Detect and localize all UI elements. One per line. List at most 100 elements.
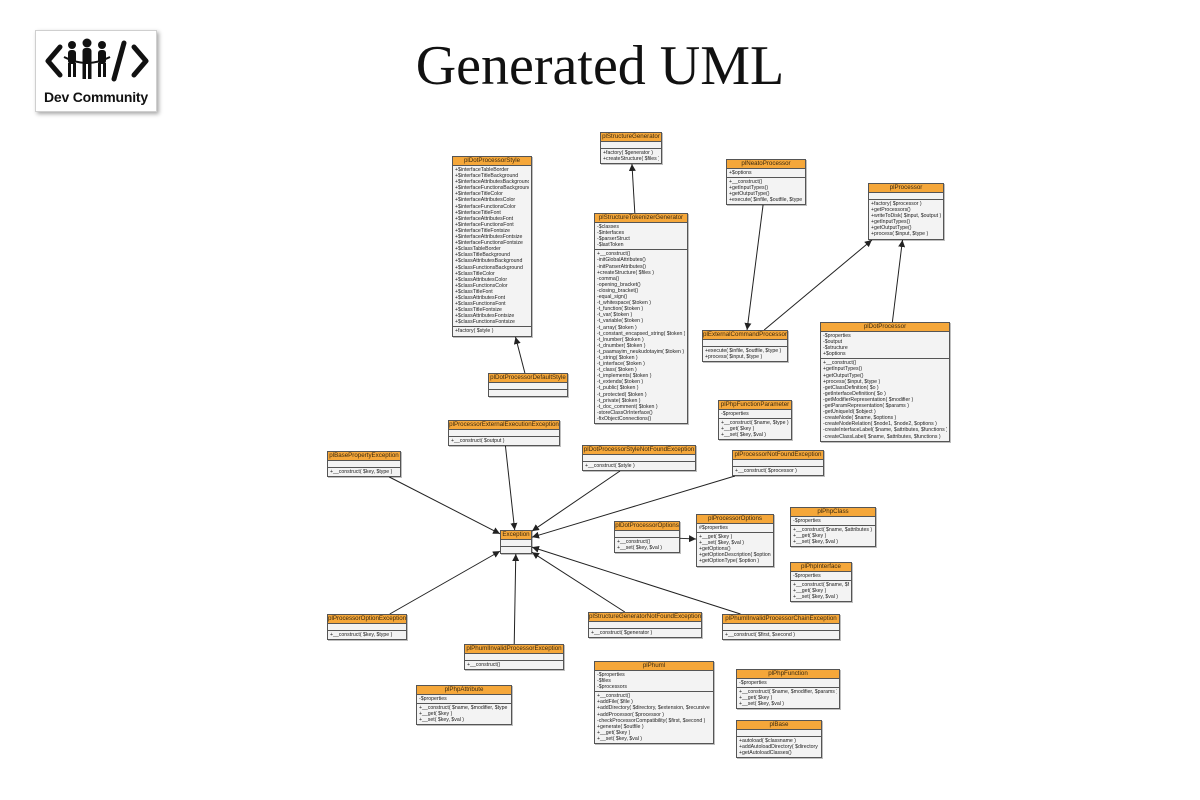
class-methods xyxy=(489,390,567,396)
class-attributes: -$classes-$interfaces-$parserStruct-$las… xyxy=(595,223,687,251)
class-method: +__get( $key ) xyxy=(419,711,453,718)
class-attributes xyxy=(601,142,661,149)
class-method: -fixObjectConnections() xyxy=(597,415,652,422)
class-box-plStructureGenerator: plStructureGenerator+factory( $generator… xyxy=(600,132,662,165)
class-method: -t_interface( $token ) xyxy=(597,361,645,368)
class-method: -getUniqueId( $object ) xyxy=(823,409,876,416)
class-method: +getOutputType() xyxy=(729,191,770,198)
class-method: +__get( $key ) xyxy=(721,426,755,433)
class-method: +__construct( $generator ) xyxy=(591,630,653,636)
class-attribute: +$classAttributesFontsize xyxy=(455,313,515,320)
class-method: +__get( $key ) xyxy=(699,534,733,541)
class-method: -t_private( $token ) xyxy=(597,397,641,404)
class-methods: +__construct()+getInputTypes()+getOutput… xyxy=(727,178,805,204)
class-name: plDotProcessorStyle xyxy=(453,157,531,166)
class-method: -t_implements( $token ) xyxy=(597,373,652,380)
class-attribute: +$classTableBorder xyxy=(455,246,501,253)
class-name: plProcessorOptionException xyxy=(328,615,406,624)
class-name: plExternalCommandProcessor xyxy=(703,331,787,340)
class-methods: +__construct( $output ) xyxy=(449,437,559,445)
class-method: +getOptionDescription( $option ) xyxy=(699,552,771,559)
class-method: +__construct( $key, $type ) xyxy=(330,632,393,638)
class-methods: +__construct( $name, $attributes )+__get… xyxy=(791,526,875,546)
class-method: -closing_bracket() xyxy=(597,287,639,294)
class-method: -createNodeRelation( $node1, $node2, $op… xyxy=(823,421,937,428)
class-method: -getParamRepresentation( $params ) xyxy=(823,403,909,410)
class-name: plDotProcessorDefaultStyle xyxy=(489,374,567,383)
class-method: +__construct( $key, $type ) xyxy=(330,469,393,475)
class-method: +process( $input, $type ) xyxy=(705,354,763,361)
class-method: -createClassLabel( $name, $attributes, $… xyxy=(823,433,941,440)
class-methods: +__construct( $key, $type ) xyxy=(328,468,400,476)
class-method: +getInputTypes() xyxy=(729,185,769,192)
class-attribute: +$classFunctionsColor xyxy=(455,282,508,289)
class-box-plPhpFunctionParameter: plPhpFunctionParameter-$properties+__con… xyxy=(718,400,792,441)
class-method: -equal_sign() xyxy=(597,294,628,301)
class-attribute: +$classAttributesBackground xyxy=(455,258,523,265)
class-method: -getClassDefinition( $o ) xyxy=(823,384,879,391)
class-attribute: -$structure xyxy=(823,345,848,352)
people-code-icon xyxy=(45,38,149,82)
class-attribute: +$classAttributesFont xyxy=(455,294,506,301)
class-method: +__construct( $name, $attributes ) xyxy=(793,527,873,534)
class-box-plStructureGeneratorNotFoundException: plStructureGeneratorNotFoundException+__… xyxy=(588,612,702,639)
class-method: +execute( $infile, $outfile, $type ) xyxy=(729,197,803,204)
class-methods xyxy=(501,547,531,553)
class-attribute: +$interfaceTableBorder xyxy=(455,167,509,173)
class-box-plPhuml: plPhuml-$properties-$files-$processors+_… xyxy=(594,661,714,745)
class-box-plProcessorNotFoundException: plProcessorNotFoundException +__construct… xyxy=(732,450,824,477)
class-method: -t_dnumber( $token ) xyxy=(597,342,646,349)
class-attributes xyxy=(465,654,563,661)
class-attribute: +$classFunctionsBackground xyxy=(455,264,523,271)
class-method: +__set( $key, $val ) xyxy=(793,594,839,601)
class-methods: +factory( $generator )+createStructure( … xyxy=(601,149,661,163)
class-methods: +factory( $style ) xyxy=(453,327,531,335)
class-attribute: -$processors xyxy=(597,684,627,691)
class-method: +__set( $key, $val ) xyxy=(739,701,785,708)
class-name: Exception xyxy=(501,531,531,540)
class-name: plNeatoProcessor xyxy=(727,160,805,169)
class-name: plPhumlInvalidProcessorChainException xyxy=(723,615,839,624)
class-method: +getOutputType() xyxy=(823,372,864,379)
class-box-plExternalCommandProcessor: plExternalCommandProcessor+execute( $inf… xyxy=(702,330,788,363)
class-methods: +__construct( $first, $second ) xyxy=(723,631,839,639)
class-method: -t_paamayim_neukudotayim( $token ) xyxy=(597,348,685,355)
class-method: +__construct( $processor ) xyxy=(735,468,797,474)
class-methods: +factory( $processor )+getProcessors()+w… xyxy=(869,200,943,239)
class-box-plBase: plBase+autoload( $classname )+addAutoloa… xyxy=(736,720,822,759)
class-attribute: +$classTitleFontsize xyxy=(455,307,502,314)
class-name: plProcessorNotFoundException xyxy=(733,451,823,460)
inheritance-arrow-plDotProcessorDefaultStyle-to-plDotProcessorStyle xyxy=(513,336,526,374)
class-method: -getModifierRepresentation( $modifier ) xyxy=(823,396,914,403)
class-method: +addDirectory( $directory, $extension, $… xyxy=(597,705,711,712)
class-attribute: +$classAttributesColor xyxy=(455,276,508,283)
class-method: -t_class( $token ) xyxy=(597,367,637,374)
class-attribute: +$interfaceFunctionsFontsize xyxy=(455,240,523,247)
class-attributes: +$interfaceTableBorder+$interfaceTitleBa… xyxy=(453,166,531,328)
class-name: plPhpFunction xyxy=(737,670,839,679)
class-attribute: -$parserStruct xyxy=(597,236,630,243)
class-method: +__get( $key ) xyxy=(793,533,827,540)
class-name: plBasePropertyException xyxy=(328,452,400,461)
class-attribute: -$properties xyxy=(823,333,851,339)
inheritance-arrow-plStructureTokenizerGenerator-to-plStructureGenerator xyxy=(628,163,636,214)
class-method: +__construct() xyxy=(729,179,763,186)
class-name: plProcessor xyxy=(869,184,943,193)
class-attribute: +$classTitleBackground xyxy=(455,252,511,259)
class-method: +factory( $generator ) xyxy=(603,150,654,156)
class-method: -t_whitespace( $token ) xyxy=(597,300,651,307)
class-attribute: +$classTitleFont xyxy=(455,288,493,295)
class-attributes xyxy=(449,430,559,437)
class-methods: +__construct()+getInputTypes()+getOutput… xyxy=(821,359,949,440)
class-method: +writeToDisk( $input, $output ) xyxy=(871,213,941,220)
class-method: +getProcessors() xyxy=(871,207,911,214)
class-attribute: +$interfaceAttributesColor xyxy=(455,197,516,204)
class-method: +createStructure( $files ) xyxy=(597,269,654,276)
class-method: +generate( $outfile ) xyxy=(597,723,644,730)
inheritance-arrow-plDotProcessorStyleNotFoundException-to-Exception xyxy=(531,470,621,532)
class-attribute: +$interfaceFunctionsColor xyxy=(455,203,516,210)
class-name: plProcessorOptions xyxy=(697,515,773,524)
class-attribute: -$files xyxy=(597,678,611,685)
class-box-plDotProcessorDefaultStyle: plDotProcessorDefaultStyle xyxy=(488,373,568,397)
